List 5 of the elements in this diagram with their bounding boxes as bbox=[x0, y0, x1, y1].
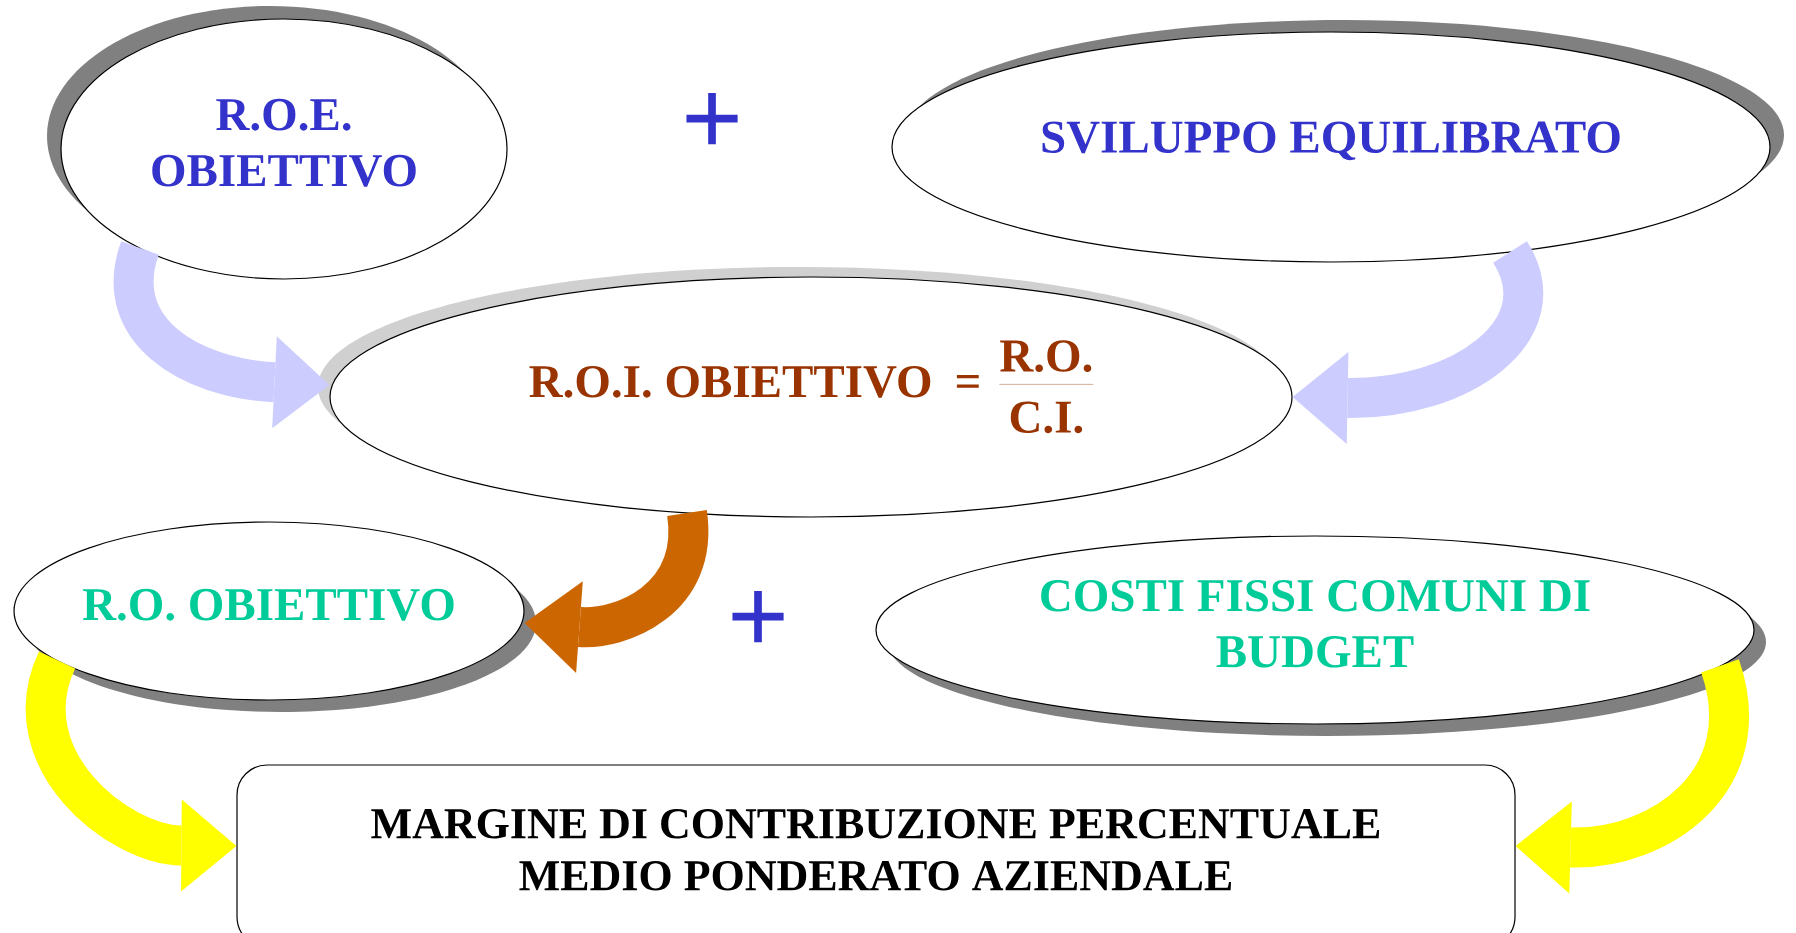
curved-block-arrow bbox=[1292, 243, 1543, 444]
curved-block-arrow bbox=[113, 242, 330, 429]
text-box: MARGINE DI CONTRIBUZIONE PERCENTUALE MEDIO PONDERATO AZIENDALE bbox=[236, 764, 1516, 933]
plus-sign: + bbox=[686, 92, 738, 145]
plus-sign: + bbox=[732, 590, 784, 643]
